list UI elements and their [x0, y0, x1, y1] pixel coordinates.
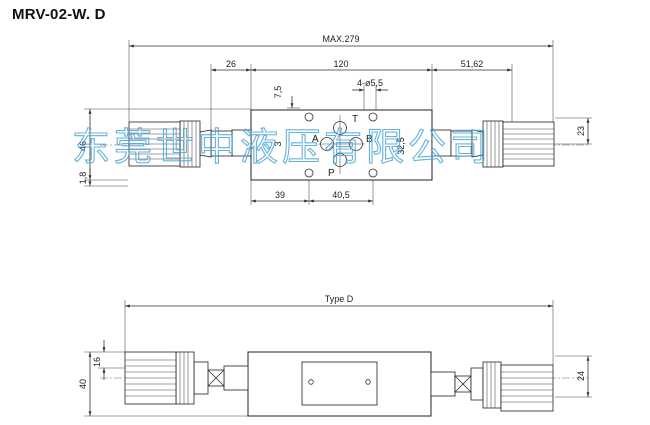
- dim-40: 40: [78, 379, 88, 389]
- dim-40-5: 40,5: [332, 190, 350, 200]
- dim-overall-length: MAX.279: [322, 34, 359, 44]
- dim-mounting-holes: 4-ø5,5: [357, 78, 383, 88]
- dim-type-d: Type D: [325, 294, 354, 304]
- nameplate: [301, 361, 378, 406]
- dim-16: 16: [92, 357, 102, 367]
- port-b-label: B: [366, 134, 373, 145]
- dim-left-knob: 26: [226, 59, 236, 69]
- dim-7-5: 7,5: [273, 86, 283, 99]
- port-t-label: T: [352, 114, 358, 125]
- port-p-label: P: [328, 168, 335, 179]
- dim-1-8: 1,8: [78, 172, 88, 185]
- nameplate-screw-left: [308, 379, 314, 385]
- port-pattern: [304, 112, 378, 178]
- right-adjuster: [431, 120, 555, 168]
- side-right-adjuster: [430, 361, 554, 412]
- dim-39: 39: [275, 190, 285, 200]
- dim-right-knob: 51,62: [461, 59, 484, 69]
- left-adjuster: [128, 120, 252, 168]
- nameplate-screw-right: [365, 379, 371, 385]
- side-extension-lines: [84, 300, 592, 417]
- top-view: T A B P MAX.279 26 120 51,62 4-ø5,5 7,5 …: [78, 34, 592, 205]
- dim-body-length: 120: [333, 59, 348, 69]
- dim-24: 24: [576, 371, 586, 381]
- dim-3: 3: [273, 141, 283, 146]
- dim-46: 46: [78, 141, 88, 151]
- watermark-text: 东莞世中液压有限公司: [72, 125, 492, 169]
- side-left-adjuster: [124, 351, 249, 405]
- drawing-title: MRV-02-W. D: [12, 6, 106, 23]
- dim-23: 23: [576, 126, 586, 136]
- side-view: Type D 40 16 24: [78, 294, 592, 417]
- port-a-label: A: [312, 134, 319, 145]
- dim-32-5: 32,5: [396, 137, 406, 155]
